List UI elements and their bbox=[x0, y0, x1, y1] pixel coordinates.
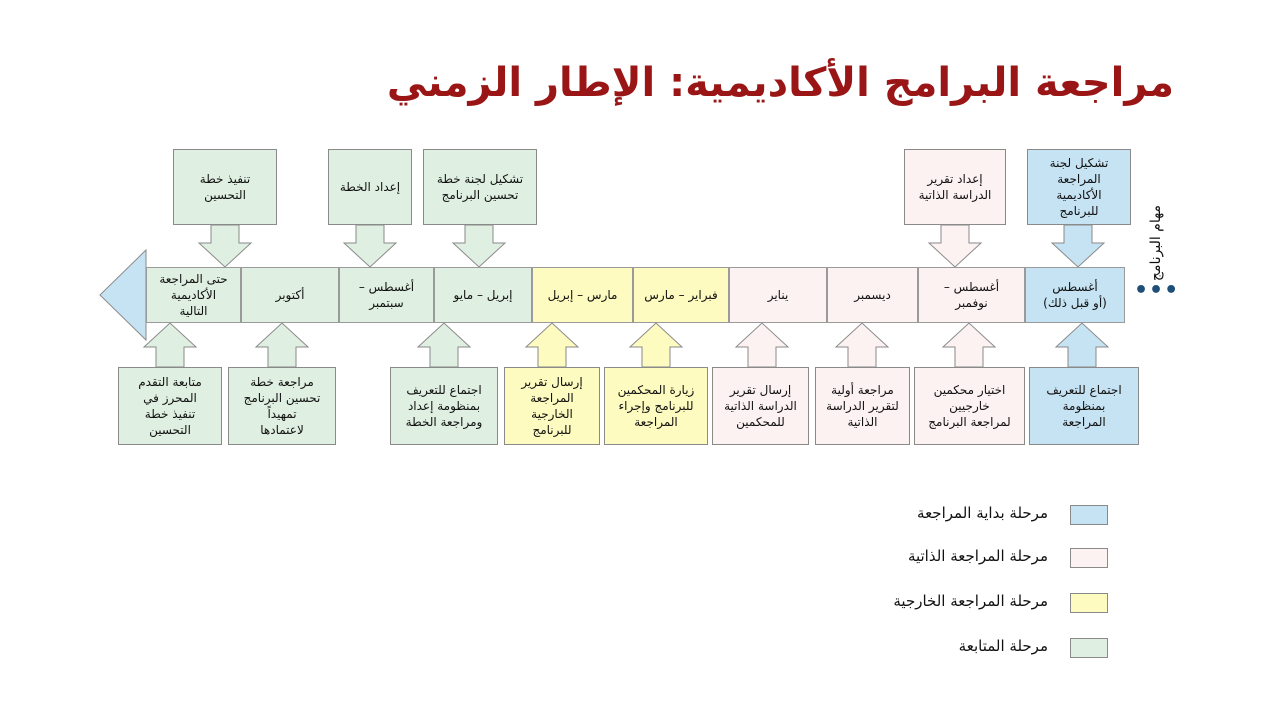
timeline-cell: إبريل – مايو bbox=[434, 267, 532, 323]
timeline-cell: مارس – إبريل bbox=[532, 267, 633, 323]
timeline-cell-label: أغسطس – سبتمبر bbox=[358, 279, 415, 310]
top-task-box-label: تنفيذ خطة التحسين bbox=[199, 171, 251, 202]
top-task-box: إعداد الخطة bbox=[328, 149, 412, 225]
timeline-cell-label: حتى المراجعة الأكاديمية التالية bbox=[159, 271, 228, 319]
timeline-cell: أكتوبر bbox=[241, 267, 339, 323]
arrow-down bbox=[927, 224, 983, 268]
bottom-task-box: إرسال تقرير المراجعة الخارجية للبرنامج bbox=[504, 367, 600, 445]
bottom-task-box: اجتماع للتعريف بمنظومة إعداد ومراجعة الخ… bbox=[390, 367, 498, 445]
arrow-up bbox=[941, 322, 997, 368]
bottom-task-box: إرسال تقرير الدراسة الذاتية للمحكمين bbox=[712, 367, 809, 445]
arrow-up bbox=[524, 322, 580, 368]
arrow-up bbox=[142, 322, 198, 368]
bottom-task-box-label: اختيار محكمين خارجيين لمراجعة البرنامج bbox=[928, 382, 1011, 430]
top-task-box: تشكيل لجنة خطة تحسين البرنامج bbox=[423, 149, 537, 225]
timeline-cell-label: أغسطس (أو قبل ذلك) bbox=[1043, 279, 1107, 310]
timeline-cell-label: مارس – إبريل bbox=[547, 287, 618, 302]
timeline-cell: أغسطس – نوفمبر bbox=[918, 267, 1025, 323]
page-title: مراجعة البرامج الأكاديمية: الإطار الزمني bbox=[386, 60, 1174, 106]
bottom-task-box: اختيار محكمين خارجيين لمراجعة البرنامج bbox=[914, 367, 1025, 445]
continuation-dots: ••• bbox=[1134, 278, 1180, 303]
top-task-box-label: تشكيل لجنة خطة تحسين البرنامج bbox=[436, 171, 524, 202]
top-task-box-label: إعداد الخطة bbox=[339, 179, 401, 194]
bottom-task-box-label: مراجعة أولية لتقرير الدراسة الذاتية bbox=[826, 382, 899, 430]
arrow-down bbox=[197, 224, 253, 268]
arrow-down bbox=[342, 224, 398, 268]
legend-swatch bbox=[1070, 593, 1108, 613]
arrow-up bbox=[254, 322, 310, 368]
bottom-task-box-label: اجتماع للتعريف بمنظومة المراجعة bbox=[1046, 382, 1122, 430]
top-task-box-label: إعداد تقرير الدراسة الذاتية bbox=[918, 171, 992, 202]
bottom-task-box: مراجعة خطة تحسين البرنامج تمهيداً لاعتما… bbox=[228, 367, 336, 445]
timeline-arrowhead bbox=[99, 248, 147, 342]
timeline-cell: أغسطس – سبتمبر bbox=[339, 267, 434, 323]
bottom-task-box: مراجعة أولية لتقرير الدراسة الذاتية bbox=[815, 367, 910, 445]
bottom-task-box-label: إرسال تقرير الدراسة الذاتية للمحكمين bbox=[724, 382, 797, 430]
bottom-task-box: اجتماع للتعريف بمنظومة المراجعة bbox=[1029, 367, 1139, 445]
timeline-cell-label: إبريل – مايو bbox=[453, 287, 513, 302]
bottom-task-box-label: مراجعة خطة تحسين البرنامج تمهيداً لاعتما… bbox=[243, 374, 321, 438]
legend-label: مرحلة المراجعة الخارجية bbox=[893, 592, 1048, 610]
timeline-cell-label: أكتوبر bbox=[275, 287, 305, 302]
top-task-box: تشكيل لجنة المراجعة الأكاديمية للبرنامج bbox=[1027, 149, 1131, 225]
timeline-cell-label: يناير bbox=[767, 287, 789, 302]
bottom-task-box-label: إرسال تقرير المراجعة الخارجية للبرنامج bbox=[521, 374, 583, 438]
arrow-up bbox=[1054, 322, 1110, 368]
legend-label: مرحلة المراجعة الذاتية bbox=[907, 547, 1048, 565]
legend-label: مرحلة المتابعة bbox=[958, 637, 1048, 655]
timeline-cell-label: ديسمبر bbox=[854, 287, 891, 302]
top-task-box: تنفيذ خطة التحسين bbox=[173, 149, 277, 225]
bottom-task-box-label: متابعة التقدم المحرز في تنفيذ خطة التحسي… bbox=[138, 374, 202, 438]
legend-label: مرحلة بداية المراجعة bbox=[917, 504, 1048, 522]
timeline-cell: أغسطس (أو قبل ذلك) bbox=[1025, 267, 1125, 323]
timeline-cell-label: أغسطس – نوفمبر bbox=[943, 279, 1000, 310]
arrow-up bbox=[416, 322, 472, 368]
arrow-up bbox=[734, 322, 790, 368]
arrow-up bbox=[628, 322, 684, 368]
timeline-cell: ديسمبر bbox=[827, 267, 918, 323]
timeline-cell: فبراير – مارس bbox=[633, 267, 729, 323]
timeline-cell-label: فبراير – مارس bbox=[644, 287, 718, 302]
timeline-cell: يناير bbox=[729, 267, 827, 323]
bottom-task-box-label: زيارة المحكمين للبرنامج وإجراء المراجعة bbox=[617, 382, 695, 430]
top-task-box-label: تشكيل لجنة المراجعة الأكاديمية للبرنامج bbox=[1049, 155, 1109, 219]
arrow-up bbox=[834, 322, 890, 368]
legend-swatch bbox=[1070, 548, 1108, 568]
timeline-cell: حتى المراجعة الأكاديمية التالية bbox=[146, 267, 241, 323]
bottom-task-box-label: اجتماع للتعريف بمنظومة إعداد ومراجعة الخ… bbox=[405, 382, 483, 430]
arrow-down bbox=[1050, 224, 1106, 268]
legend-swatch bbox=[1070, 638, 1108, 658]
program-tasks-label: مهام البرنامج bbox=[1148, 204, 1164, 282]
top-task-box: إعداد تقرير الدراسة الذاتية bbox=[904, 149, 1006, 225]
legend-swatch bbox=[1070, 505, 1108, 525]
arrow-down bbox=[451, 224, 507, 268]
bottom-task-box: متابعة التقدم المحرز في تنفيذ خطة التحسي… bbox=[118, 367, 222, 445]
bottom-task-box: زيارة المحكمين للبرنامج وإجراء المراجعة bbox=[604, 367, 708, 445]
